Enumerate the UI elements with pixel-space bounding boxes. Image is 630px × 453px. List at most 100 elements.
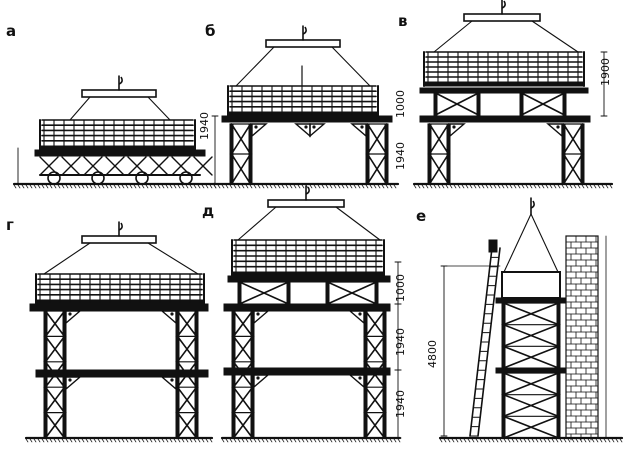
ground-hatch — [567, 438, 571, 443]
ground-hatch — [487, 438, 491, 443]
ground-hatch — [109, 184, 113, 189]
ground-hatch — [527, 438, 531, 443]
ground-hatch — [365, 184, 369, 189]
ground-hatch — [349, 184, 353, 189]
tower-leg-right — [365, 123, 389, 185]
ground-hatch — [545, 184, 549, 189]
ground-hatch — [485, 184, 489, 189]
leg-brace — [502, 372, 560, 396]
ground-hatch — [333, 438, 337, 443]
beam-bracket — [160, 376, 177, 391]
leg-post — [382, 310, 387, 439]
sling-rope — [147, 96, 171, 121]
ground-hatch — [569, 184, 573, 189]
ground-hatch — [601, 184, 605, 189]
beam-bracket — [449, 123, 466, 138]
ground-hatch — [357, 438, 361, 443]
ground-hatch — [615, 438, 619, 443]
tower-leg-left — [229, 123, 253, 185]
beam-bracket — [65, 310, 82, 325]
leg-brace — [364, 411, 386, 439]
cart-truss — [149, 156, 169, 176]
ground-hatch — [69, 438, 73, 443]
ground-hatch — [241, 438, 245, 443]
sling-rope — [530, 213, 559, 273]
ground-hatch — [89, 438, 93, 443]
sling-rope — [531, 20, 579, 53]
ground-hatch — [349, 438, 353, 443]
tower-mid-section — [501, 302, 561, 369]
panel-label-d: д — [202, 202, 214, 220]
ground-hatch — [269, 438, 273, 443]
panel-a-cart-with-deck — [12, 75, 219, 189]
mid-truss-left — [433, 92, 481, 116]
panel-e-tower-at-wall — [438, 197, 624, 443]
ground-hatch — [539, 438, 543, 443]
ground-hatch — [597, 184, 601, 189]
ground-hatch — [535, 438, 539, 443]
leg-post — [43, 310, 48, 439]
leg-brace — [502, 302, 560, 326]
ground-hatch — [381, 184, 385, 189]
ground-hatch — [49, 438, 53, 443]
ground-hatch — [519, 438, 523, 443]
ground-hatch — [309, 438, 313, 443]
ground-hatch — [149, 438, 153, 443]
ground-hatch — [495, 438, 499, 443]
sling-rope — [335, 206, 381, 241]
ground-hatch — [45, 438, 49, 443]
tower-leg-right — [561, 123, 585, 185]
ground-hatch — [473, 184, 477, 189]
ground-hatch — [489, 184, 493, 189]
ground-hatch — [93, 184, 97, 189]
ground-hatch — [77, 438, 81, 443]
ground-hatch — [373, 184, 377, 189]
ground-hatch — [265, 438, 269, 443]
ground-hatch — [233, 438, 237, 443]
ground-hatch — [329, 184, 333, 189]
ground-hatch — [503, 438, 507, 443]
ground-hatch — [561, 184, 565, 189]
ground-hatch — [341, 184, 345, 189]
ground-hatch — [61, 438, 65, 443]
leg-brace — [364, 386, 386, 414]
traverse-beam — [265, 39, 341, 48]
cart-wheel — [47, 171, 61, 185]
leg-post — [194, 310, 199, 439]
tower-leg-right — [363, 310, 387, 439]
ground-hatch — [557, 184, 561, 189]
ground-hatch — [29, 438, 33, 443]
ground-hatch — [153, 184, 157, 189]
ground-hatch — [117, 184, 121, 189]
ground-hatch — [17, 184, 21, 189]
panel-b-deck-on-towers — [212, 25, 400, 189]
ground-hatch — [329, 438, 333, 443]
ground-hatch — [521, 184, 525, 189]
traverse-beam — [81, 89, 157, 98]
ground-hatch — [261, 184, 265, 189]
ground-hatch — [445, 184, 449, 189]
leg-post — [519, 92, 524, 116]
ground-hatch — [285, 438, 289, 443]
ground-hatch — [33, 184, 37, 189]
ground-hatch — [467, 438, 471, 443]
ground-hatch — [265, 184, 269, 189]
leg-brace — [434, 92, 480, 116]
ground-hatch — [185, 184, 189, 189]
ground-hatch — [297, 438, 301, 443]
ground-hatch — [177, 184, 181, 189]
ground-hatch — [233, 184, 237, 189]
leg-brace — [364, 310, 386, 338]
ground-hatch — [365, 438, 369, 443]
ground-hatch — [553, 184, 557, 189]
tower-leg-right — [175, 310, 199, 439]
ground-hatch — [619, 438, 623, 443]
ground-hatch — [161, 184, 165, 189]
cart-truss — [39, 156, 59, 176]
ground-hatch — [549, 184, 553, 189]
ground-hatch — [165, 184, 169, 189]
leg-post — [175, 310, 180, 439]
ground-hatch — [357, 184, 361, 189]
tower-leg-left — [231, 310, 255, 439]
ground-hatch — [81, 438, 85, 443]
